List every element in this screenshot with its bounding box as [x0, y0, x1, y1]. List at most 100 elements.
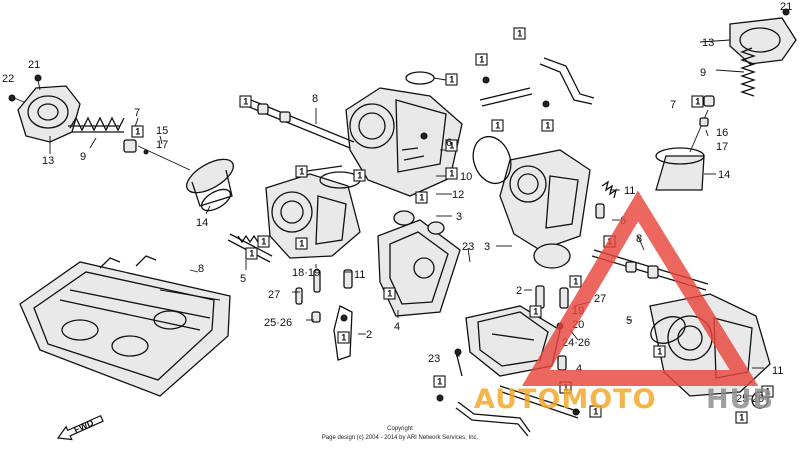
svg-text:FWD: FWD [72, 417, 95, 435]
box-1: 1 [735, 411, 748, 424]
box-1: 1 [529, 305, 542, 318]
label-27: 27 [594, 293, 606, 305]
svg-text:1: 1 [449, 75, 454, 85]
label-14: 14 [196, 217, 208, 229]
svg-text:1: 1 [739, 413, 744, 423]
label-25-26: 25·26 [736, 393, 764, 405]
box-1: 1 [513, 27, 526, 40]
box-1: 1 [239, 95, 252, 108]
box-1: 1 [415, 191, 428, 204]
box-1: 1 [761, 385, 774, 398]
svg-text:1: 1 [563, 383, 568, 393]
label-11: 11 [772, 365, 783, 377]
o-ring-top[interactable] [405, 71, 447, 85]
screw-lower-left[interactable] [454, 348, 463, 377]
box-1: 1 [353, 169, 366, 182]
label-2: 2 [366, 329, 372, 341]
svg-text:1: 1 [657, 347, 662, 357]
box-1: 1 [433, 375, 446, 388]
label-27: 27 [268, 289, 280, 301]
label-2: 2 [516, 285, 522, 297]
spring-right[interactable] [739, 47, 757, 97]
vacuum-piston-right[interactable] [655, 147, 716, 191]
label-12: 12 [452, 189, 464, 201]
fwd-arrow: FWD [56, 414, 104, 441]
box-1: 1 [445, 139, 458, 152]
callout-boxes: 1 1 1 1 1 1 1 1 1 1 1 1 1 1 1 1 1 1 1 1 … [131, 27, 774, 424]
svg-text:1: 1 [449, 169, 454, 179]
label-16: 16 [716, 127, 728, 139]
box-1: 1 [475, 53, 488, 66]
label-22: 22 [2, 73, 14, 85]
svg-text:HUB: HUB [706, 384, 774, 415]
svg-text:1: 1 [419, 193, 424, 203]
label-5: 5 [240, 273, 246, 285]
watermark-logo: AUTOMOTO HUB [474, 190, 774, 415]
svg-text:1: 1 [479, 55, 484, 65]
carburetor-body-top[interactable] [345, 87, 463, 197]
label-3: 3 [456, 211, 462, 223]
svg-text:1: 1 [449, 141, 454, 151]
box-1: 1 [295, 165, 308, 178]
svg-text:1: 1 [135, 127, 140, 137]
jets-center[interactable] [295, 269, 353, 361]
label-17: 17 [716, 141, 728, 153]
box-1: 1 [541, 119, 554, 132]
svg-text:1: 1 [249, 249, 254, 259]
label-10: 10 [460, 171, 472, 183]
label-11: 11 [624, 185, 635, 197]
chamber-cover-right[interactable] [729, 8, 797, 65]
box-1: 1 [383, 287, 396, 300]
label-11: 11 [354, 269, 365, 281]
box-1: 1 [653, 345, 666, 358]
label-7: 7 [134, 107, 140, 119]
svg-text:1: 1 [243, 97, 248, 107]
label-21: 21 [780, 1, 792, 13]
label-23: 23 [462, 241, 474, 253]
spring-right-upper[interactable] [595, 180, 618, 219]
label-15: 15 [156, 125, 168, 137]
svg-text:1: 1 [387, 289, 392, 299]
label-21: 21 [28, 59, 40, 71]
label-3: 3 [484, 241, 490, 253]
svg-text:1: 1 [517, 29, 522, 39]
label-6: 6 [446, 137, 452, 149]
label-18-19: 18·19 [292, 267, 320, 279]
fuel-pipe-top[interactable] [479, 57, 595, 108]
label-4: 4 [394, 321, 400, 333]
svg-text:1: 1 [437, 377, 442, 387]
svg-text:1: 1 [533, 307, 538, 317]
box-1: 1 [589, 405, 602, 418]
label-25-26: 25·26 [264, 317, 292, 329]
throttle-shaft-top[interactable] [241, 97, 355, 149]
box-1: 1 [257, 235, 270, 248]
part-number-labels: 22 21 13 9 7 15 17 14 8 8 6 10 12 3 23 3… [2, 1, 792, 405]
label-8: 8 [198, 263, 204, 275]
chamber-cover-left[interactable] [8, 74, 81, 143]
svg-text:1: 1 [495, 121, 500, 131]
jet-needle-right[interactable] [689, 95, 715, 153]
label-13: 13 [702, 37, 714, 49]
svg-text:Page design (c) 2004 - 2014 by: Page design (c) 2004 - 2014 by ARI Netwo… [322, 435, 479, 441]
fuel-pipe-bottom[interactable] [436, 385, 581, 437]
box-1: 1 [445, 167, 458, 180]
carburetor-body-right[interactable] [467, 131, 591, 269]
svg-text:1: 1 [299, 239, 304, 249]
box-1: 1 [491, 119, 504, 132]
label-9: 9 [80, 151, 86, 163]
spring-left[interactable] [68, 116, 125, 133]
svg-text:1: 1 [593, 407, 598, 417]
vacuum-piston-left[interactable] [181, 153, 238, 215]
jet-needle-left[interactable] [123, 139, 191, 171]
float-chamber-gasket[interactable] [377, 210, 461, 317]
svg-text:1: 1 [299, 167, 304, 177]
label-13: 13 [42, 155, 54, 167]
svg-text:1: 1 [545, 121, 550, 131]
intake-tray[interactable] [19, 255, 231, 397]
box-1: 1 [337, 331, 350, 344]
carburetor-body-center[interactable] [265, 165, 361, 259]
label-23: 23 [428, 353, 440, 365]
label-8: 8 [636, 233, 642, 245]
svg-text:1: 1 [695, 97, 700, 107]
